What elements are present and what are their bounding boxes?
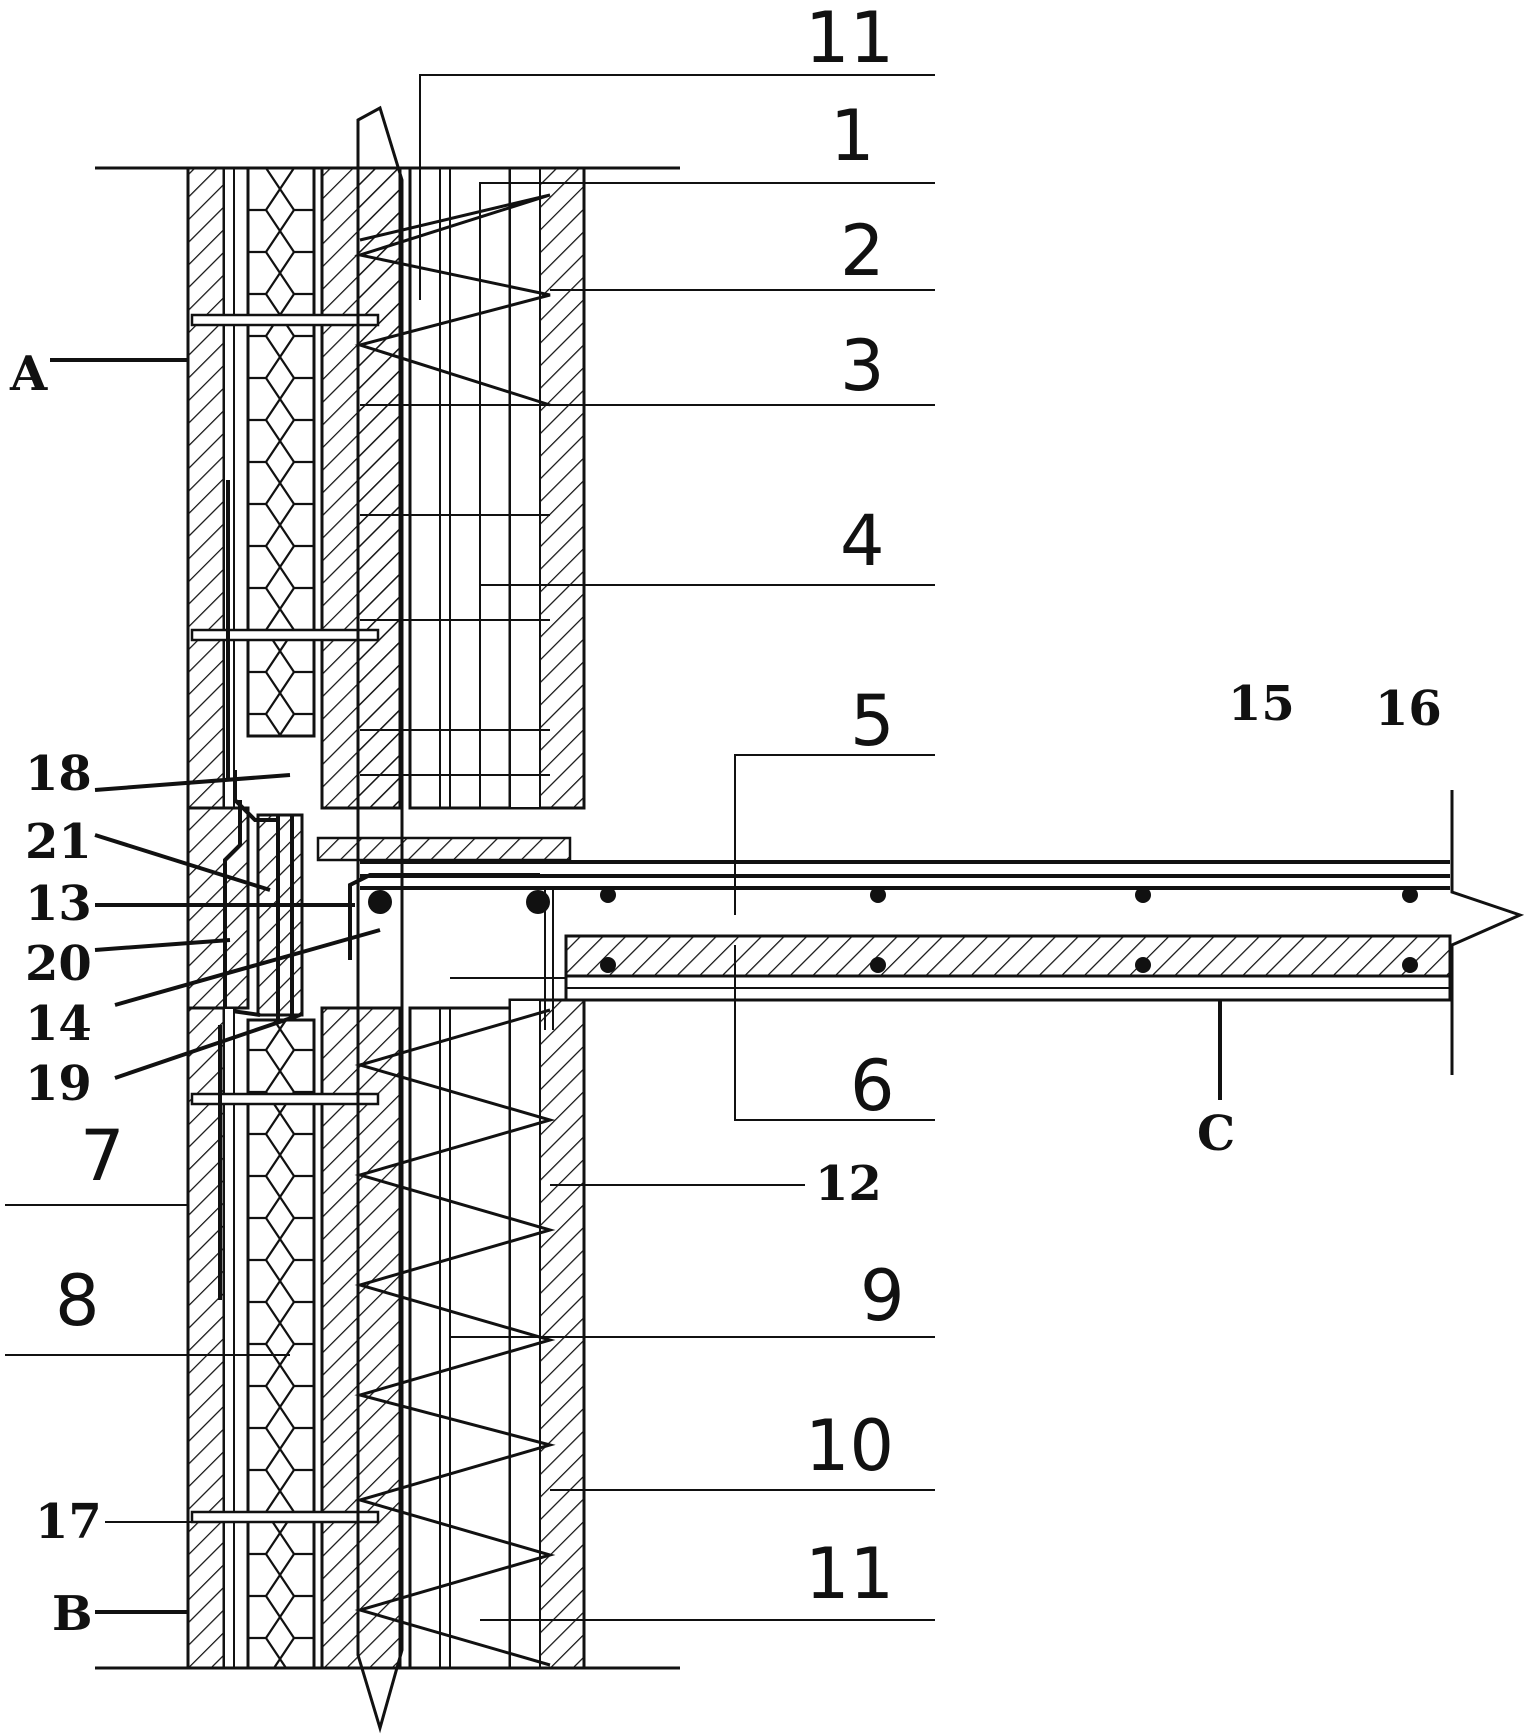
- lower-inner-leaf: [322, 1008, 400, 1668]
- label-14: 14: [25, 996, 92, 1052]
- label-13: 13: [25, 876, 92, 932]
- slab-break-symbol: [1452, 790, 1520, 1075]
- label-21: 21: [25, 814, 92, 870]
- label-1: 1: [830, 95, 875, 177]
- label-a: A: [9, 346, 48, 402]
- label-20: 20: [25, 936, 92, 992]
- label-9: 9: [860, 1255, 905, 1337]
- label-16: 16: [1375, 681, 1442, 737]
- joint-main-bar-left: [368, 890, 392, 914]
- lower-outer-leaf-edge: [224, 1008, 234, 1668]
- lower-insulation: [248, 1020, 314, 1668]
- label-b: B: [52, 1586, 93, 1642]
- label-8: 8: [55, 1260, 100, 1342]
- upper-right-leaf-inner: [510, 168, 540, 808]
- label-12: 12: [815, 1156, 882, 1212]
- joint-zone: [188, 800, 580, 1030]
- upper-wall-panel-a: [188, 168, 584, 820]
- label-c: C: [1197, 1106, 1235, 1162]
- label-17: 17: [35, 1494, 102, 1550]
- slab-precast-layer: [566, 936, 1450, 976]
- upper-connector-1: [192, 315, 378, 325]
- label-19: 19: [25, 1056, 92, 1112]
- joint-main-bar-right: [526, 890, 550, 914]
- label-6: 6: [850, 1045, 895, 1127]
- label-5: 5: [850, 680, 895, 762]
- lower-wall-panel-b: [188, 1000, 584, 1668]
- label-4: 4: [840, 500, 885, 582]
- upper-outer-leaf: [188, 168, 224, 808]
- lower-connector-2: [192, 1512, 378, 1522]
- upper-connector-2: [192, 630, 378, 640]
- label-11-top: 11: [805, 0, 894, 79]
- label-3: 3: [840, 325, 885, 407]
- label-2: 2: [840, 210, 885, 292]
- joint-mortar-bed: [318, 838, 570, 860]
- label-11-bottom: 11: [805, 1533, 894, 1615]
- label-7: 7: [80, 1115, 125, 1197]
- upper-insulation: [248, 168, 314, 736]
- upper-cavity-concrete-left: [358, 168, 400, 808]
- label-18: 18: [25, 746, 92, 802]
- upper-cavity: [410, 168, 510, 808]
- label-10: 10: [805, 1405, 894, 1487]
- label-15: 15: [1228, 676, 1295, 732]
